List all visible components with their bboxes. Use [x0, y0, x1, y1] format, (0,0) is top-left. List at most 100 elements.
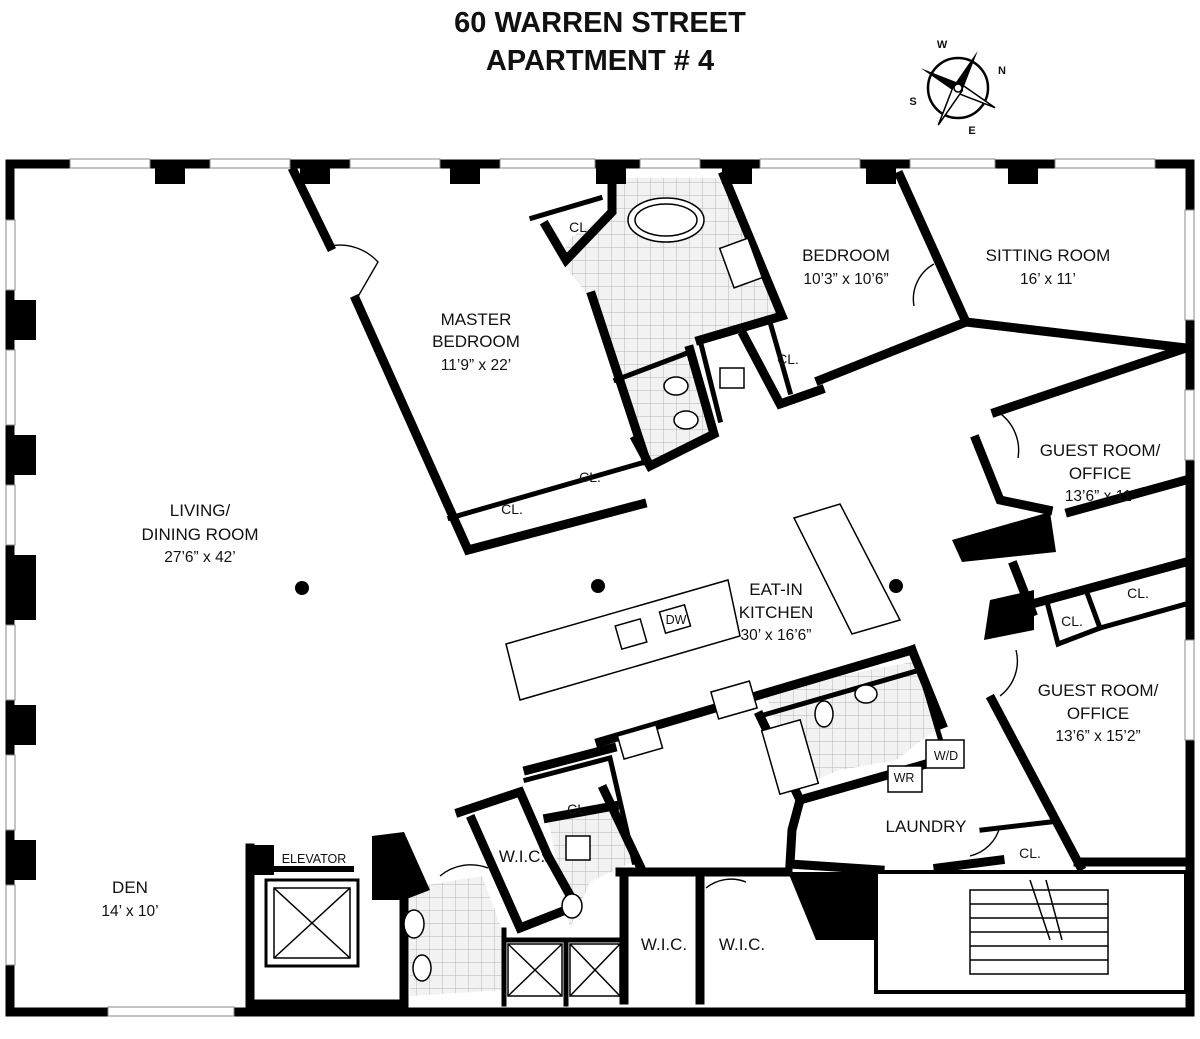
den-dims: 14’ x 10’ — [101, 903, 158, 920]
closet-label-bath-3: CL. — [567, 801, 589, 817]
lower-bath-toilet-icon — [412, 954, 432, 982]
guest2-name-2: OFFICE — [1067, 704, 1129, 723]
lower-cluster-walls — [399, 754, 793, 1009]
lower-bath-sink-icon — [403, 909, 425, 939]
closet-label-master-1: CL. — [579, 469, 601, 485]
closet-label-master-2: CL. — [501, 501, 523, 517]
wic-label-2: W.I.C. — [641, 935, 687, 954]
guest1-name-2: OFFICE — [1069, 464, 1131, 483]
living-name-1: LIVING/ — [170, 501, 231, 520]
label-sitting: SITTING ROOM 16’ x 11’ — [986, 246, 1111, 288]
laundry-name: LAUNDRY — [886, 817, 967, 836]
top-windows — [69, 158, 1156, 169]
sitting-name: SITTING ROOM — [986, 246, 1111, 265]
kitchen-counter — [522, 644, 918, 776]
cooktop-icon — [709, 680, 759, 720]
den-name: DEN — [112, 878, 148, 897]
den-window — [107, 1006, 235, 1017]
bedroom-dims: 10’3” x 10’6” — [803, 271, 888, 288]
shower-drain-icon — [719, 367, 745, 389]
master-name-2: BEDROOM — [432, 332, 520, 351]
toilet-icon — [663, 376, 689, 396]
dw-label: DW — [666, 613, 687, 627]
living-dims: 27’6” x 42’ — [164, 549, 236, 566]
column-dot-3 — [889, 579, 903, 593]
elevator-pillar — [250, 845, 274, 875]
label-den: DEN 14’ x 10’ — [101, 878, 158, 920]
kitchen-island — [505, 503, 902, 701]
bath-2-toilet-icon — [814, 700, 834, 728]
wd-label: W/D — [934, 749, 958, 763]
kitchen-dims: 30’ x 16’6” — [741, 627, 812, 644]
washer-dryer-icon — [925, 739, 965, 769]
label-kitchen: EAT-IN KITCHEN 30’ x 16’6” — [739, 580, 814, 644]
kitchen-name-1: EAT-IN — [749, 580, 803, 599]
fireplace-block — [952, 512, 1056, 562]
wic-label-1: W.I.C. — [499, 847, 545, 866]
compass-east-letter: E — [968, 125, 975, 137]
sink-icon — [718, 237, 764, 289]
elevator-door — [274, 866, 354, 872]
column-dot-1 — [295, 581, 309, 595]
island-sink-icon — [614, 617, 648, 651]
wic-label-3: W.I.C. — [719, 935, 765, 954]
master-name-1: MASTER — [441, 310, 512, 329]
stairwell — [874, 870, 1188, 994]
laundry-bathtub-icon — [760, 718, 820, 796]
label-living: LIVING/ DINING ROOM 27’6” x 42’ — [141, 501, 258, 566]
bath-1-walls — [612, 170, 826, 472]
dishwasher-icon — [658, 603, 692, 635]
compass-west-letter: W — [937, 39, 948, 51]
water-heater-icon — [887, 765, 923, 793]
living-name-2: DINING ROOM — [141, 525, 258, 544]
left-windows — [5, 219, 16, 966]
closet-label-guest-a: CL. — [1061, 613, 1083, 629]
guest-room-1-door[interactable] — [997, 411, 1020, 459]
wr-label: WR — [894, 771, 915, 785]
label-guest-1: GUEST ROOM/ OFFICE 13’6” x 11’ — [1040, 441, 1161, 505]
bath-2-sink-icon — [854, 684, 878, 704]
label-master: MASTER BEDROOM 11’9” x 22’ — [432, 310, 520, 374]
compass-north-letter: N — [998, 65, 1006, 77]
lower-bath-door[interactable] — [439, 864, 489, 877]
compass-rose-icon: W N S E — [909, 39, 1006, 137]
guest2-dims: 13’6” x 15’2” — [1055, 728, 1140, 745]
guest1-dims: 13’6” x 11’ — [1065, 488, 1135, 505]
elevator-label: ELEVATOR — [282, 852, 347, 866]
compass-south-letter: S — [909, 96, 916, 108]
bathtub-inner-icon — [634, 203, 698, 237]
label-guest-2: GUEST ROOM/ OFFICE 13’6” x 15’2” — [1038, 681, 1159, 745]
bedroom-name: BEDROOM — [802, 246, 890, 265]
kitchen-name-2: KITCHEN — [739, 603, 814, 622]
bath-3-sink-icon — [565, 835, 591, 861]
sitting-dims: 16’ x 11’ — [1020, 271, 1076, 288]
laundry-closet-door[interactable] — [969, 825, 1001, 857]
closet-label-guest-b: CL. — [1127, 585, 1149, 601]
shaft-block — [788, 872, 876, 940]
oven-icon — [616, 724, 664, 760]
closet-label-laundry: CL. — [1019, 845, 1041, 861]
master-bedroom-door[interactable] — [329, 244, 379, 301]
guest1-name-1: GUEST ROOM/ — [1040, 441, 1161, 460]
label-bedroom: BEDROOM 10’3” x 10’6” — [802, 246, 890, 288]
wic-labels: W.I.C. W.I.C. W.I.C. — [499, 847, 765, 954]
closet-labels: CL. CL. CL. CL. CL. CL. CL. CL. — [501, 219, 1149, 861]
closet-label-bedroom: CL. — [777, 351, 799, 367]
toilet-2-icon — [673, 410, 699, 430]
bedroom-door[interactable] — [912, 263, 935, 307]
column-block — [372, 832, 430, 900]
guest-room-2-door[interactable] — [999, 649, 1019, 697]
bath-3-toilet-icon — [561, 893, 583, 919]
right-windows — [1184, 209, 1195, 741]
sitting-room-walls — [961, 317, 1192, 518]
wall-pillars — [6, 160, 1038, 880]
wic-door[interactable] — [705, 878, 747, 889]
guest2-name-1: GUEST ROOM/ — [1038, 681, 1159, 700]
plan-title-line1: 60 WARREN STREET — [454, 7, 746, 39]
guest-room-2-walls — [984, 556, 1192, 873]
laundry-walls — [785, 794, 1191, 875]
plan-title-line2: APARTMENT # 4 — [486, 45, 714, 77]
column-dot-2 — [591, 579, 605, 593]
closet-label-master-bath: CL. — [569, 219, 591, 235]
